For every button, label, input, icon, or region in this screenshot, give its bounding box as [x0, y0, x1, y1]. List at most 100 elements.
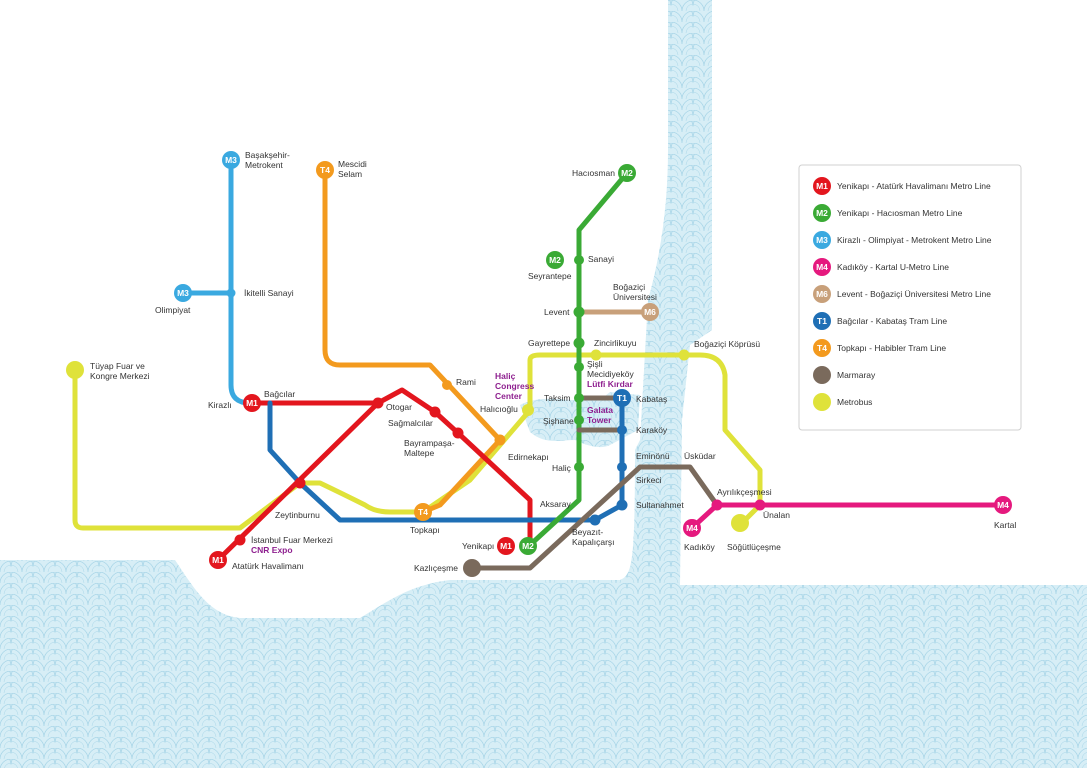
legend-label: Kadıköy - Kartal U-Metro Line	[837, 262, 949, 272]
legend-label: Yenikapı - Atatürk Havalimanı Metro Line	[837, 181, 991, 191]
label-levent: Levent	[544, 307, 570, 317]
m2-badge-yenikapi[interactable]: M2	[519, 537, 537, 555]
legend-item: M4 Kadıköy - Kartal U-Metro Line	[813, 258, 949, 276]
svg-text:M4: M4	[997, 500, 1009, 510]
label-sanayi: Sanayi	[588, 254, 614, 264]
label-zeytinburnu: Zeytinburnu	[275, 510, 320, 520]
m2-badge-seyrantepe[interactable]: M2	[546, 251, 564, 269]
label-kartal: Kartal	[994, 520, 1016, 530]
label-bogazici-1: Boğaziçi	[613, 282, 645, 292]
legend-box	[798, 164, 1022, 431]
label-bogazici-koprusu: Boğaziçi Köprüsü	[694, 339, 760, 349]
label-mescidi-2: Selam	[338, 169, 362, 179]
label-haciosman: Hacıosman	[572, 168, 615, 178]
legend-item: M6 Levent - Boğaziçi Üniversitesi Metro L…	[813, 285, 991, 303]
t4-badge-mescidi[interactable]: T4	[316, 161, 334, 179]
label-kabatas: Kabataş	[636, 394, 667, 404]
label-sogutlucesme: Söğütlüçeşme	[727, 542, 781, 552]
m2-line	[527, 170, 630, 548]
svg-text:M2: M2	[549, 255, 561, 265]
legend-code: M4	[816, 262, 828, 272]
legend-swatch	[813, 366, 831, 384]
legend-item: Metrobus	[813, 393, 872, 411]
m2-badge-haciosman[interactable]: M2	[618, 164, 636, 182]
m1-badge-airport[interactable]: M1	[209, 551, 227, 569]
svg-text:M1: M1	[246, 398, 258, 408]
t4-badge-topkapi[interactable]: T4	[414, 503, 432, 521]
label-galata-1: Galata	[587, 405, 613, 415]
label-seyrantepe: Seyrantepe	[528, 271, 572, 281]
station-dots	[66, 255, 766, 577]
svg-text:T4: T4	[320, 165, 330, 175]
label-bayrampasa-1: Bayrampaşa-	[404, 438, 455, 448]
legend-item: M1 Yenikapı - Atatürk Havalimanı Metro Li…	[813, 177, 991, 195]
m3-badge-basaksehir[interactable]: M3	[222, 151, 240, 169]
label-sisli-1: Şişli	[587, 359, 603, 369]
label-basaksehir-1: Başakşehir-	[245, 150, 290, 160]
label-fuar-1: İstanbul Fuar Merkezi	[251, 535, 333, 545]
label-sisli-2: Mecidiyeköy	[587, 369, 635, 379]
label-uskudar: Üsküdar	[684, 451, 716, 461]
label-ayrilikcesmesi: Ayrılıkçeşmesi	[717, 487, 772, 497]
legend-label: Levent - Boğaziçi Üniversitesi Metro Lin…	[837, 289, 991, 299]
label-sagmalcilar: Sağmalcılar	[388, 418, 433, 428]
m4-badge-kartal[interactable]: M4	[994, 496, 1012, 514]
label-halicioglu: Halıcıoğlu	[480, 404, 518, 414]
label-halic-cc-3: Center	[495, 391, 523, 401]
m1-badge-yenikapi[interactable]: M1	[497, 537, 515, 555]
legend-label: Marmaray	[837, 370, 876, 380]
svg-text:M2: M2	[522, 541, 534, 551]
m1-badge-kirazli[interactable]: M1	[243, 394, 261, 412]
legend-swatch	[813, 339, 831, 357]
legend-swatch	[813, 285, 831, 303]
label-tuyap-1: Tüyap Fuar ve	[90, 361, 145, 371]
label-halic: Haliç	[552, 463, 572, 473]
label-lutfi-kirdar: Lütfi Kırdar	[587, 379, 633, 389]
label-beyazit-2: Kapalıçarşı	[572, 537, 615, 547]
label-rami: Rami	[456, 377, 476, 387]
label-olimpiyat: Olimpiyat	[155, 305, 191, 315]
m4-badge-kadikoy[interactable]: M4	[683, 519, 701, 537]
label-eminonu: Eminönü	[636, 451, 670, 461]
label-bogazici-2: Üniversitesi	[613, 292, 657, 302]
t1-badge[interactable]: T1	[613, 389, 631, 407]
metrobus-line	[72, 352, 763, 531]
label-mescidi-1: Mescidi	[338, 159, 367, 169]
label-edirnekapi: Edirnekapı	[508, 452, 549, 462]
line-badges: M3 M3 T4 M2 M2 M6 T1 M1 M1 T4 M1 M2 M4 M…	[174, 151, 1012, 569]
legend-code: M2	[816, 208, 828, 218]
label-sultanahmet: Sultanahmet	[636, 500, 684, 510]
legend-item: Marmaray	[813, 366, 876, 384]
legend-label: Metrobus	[837, 397, 872, 407]
svg-text:M3: M3	[225, 155, 237, 165]
label-bayrampasa-2: Maltepe	[404, 448, 435, 458]
label-ataturk: Atatürk Havalimanı	[232, 561, 304, 571]
m3-badge-olimpiyat[interactable]: M3	[174, 284, 192, 302]
legend: M1 Yenikapı - Atatürk Havalimanı Metro Li…	[798, 164, 1022, 431]
legend-swatch	[813, 312, 831, 330]
svg-text:T4: T4	[418, 507, 428, 517]
legend-code: M6	[816, 289, 828, 299]
label-otogar: Otogar	[386, 402, 412, 412]
label-unalan: Ünalan	[763, 510, 790, 520]
label-topkapi: Topkapı	[410, 525, 440, 535]
legend-swatch	[813, 393, 831, 411]
legend-label: Bağcılar - Kabataş Tram Line	[837, 316, 947, 326]
label-basaksehir-2: Metrokent	[245, 160, 283, 170]
legend-code: M1	[816, 181, 828, 191]
legend-code: T4	[817, 343, 827, 353]
label-karakoy: Karaköy	[636, 425, 668, 435]
label-taksim: Taksim	[544, 393, 570, 403]
label-halic-cc-1: Haliç	[495, 371, 516, 381]
label-tuyap-2: Kongre Merkezi	[90, 371, 150, 381]
legend-swatch	[813, 258, 831, 276]
label-yenikapi: Yenikapı	[462, 541, 494, 551]
m6-badge[interactable]: M6	[641, 303, 659, 321]
label-kazlicesme: Kazlıçeşme	[414, 563, 458, 573]
svg-text:M1: M1	[500, 541, 512, 551]
